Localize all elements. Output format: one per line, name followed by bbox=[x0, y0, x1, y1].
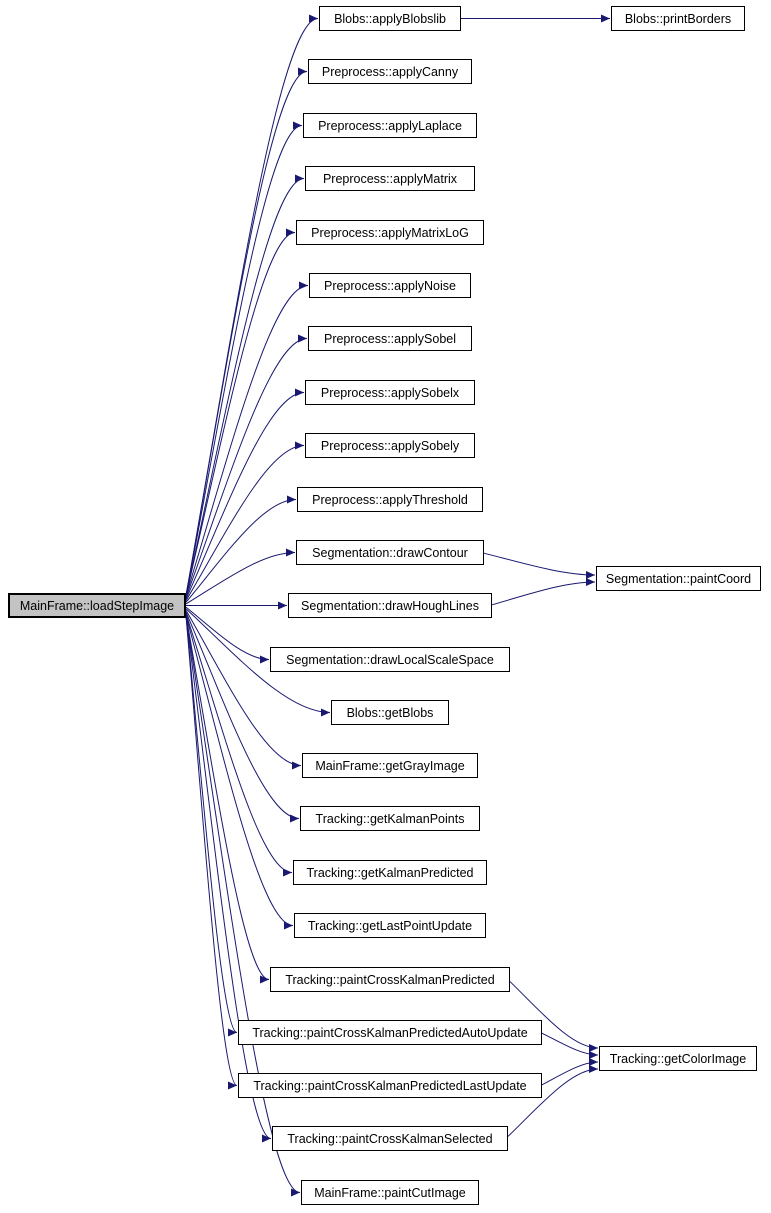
edge-loadStepImage-to-getLastPointUpdate bbox=[185, 614, 294, 930]
node-blobs-applyblobslib[interactable]: Blobs::applyBlobslib bbox=[319, 6, 461, 31]
node-segmentation-drawlocalscalespace[interactable]: Segmentation::drawLocalScaleSpace bbox=[270, 647, 510, 672]
edge-loadStepImage-to-getKalmanPredicted bbox=[185, 613, 293, 877]
edge-loadStepImage-to-paintCrossKalmanPredictedAutoUpdate bbox=[185, 615, 238, 1037]
node-preprocess-applysobely[interactable]: Preprocess::applySobely bbox=[305, 433, 475, 458]
edge-loadStepImage-to-applyThreshold bbox=[185, 495, 297, 603]
edge-loadStepImage-to-paintCrossKalmanSelected bbox=[185, 615, 272, 1143]
node-mainframe-paintcutimage[interactable]: MainFrame::paintCutImage bbox=[301, 1180, 479, 1205]
edge-loadStepImage-to-applySobel bbox=[185, 334, 308, 598]
edge-loadStepImage-to-paintCutImage bbox=[185, 615, 301, 1197]
node-preprocess-applysobelx[interactable]: Preprocess::applySobelx bbox=[305, 380, 475, 405]
edge-loadStepImage-to-applyCanny bbox=[185, 67, 308, 596]
node-blobs-printborders[interactable]: Blobs::printBorders bbox=[611, 6, 745, 31]
edge-loadStepImage-to-drawContour bbox=[185, 548, 296, 605]
node-segmentation-paintcoord[interactable]: Segmentation::paintCoord bbox=[596, 566, 761, 591]
node-blobs-getblobs[interactable]: Blobs::getBlobs bbox=[331, 700, 449, 725]
edge-paintCrossKalmanPredicted-to-getColorImage bbox=[509, 981, 599, 1052]
edge-loadStepImage-to-getGrayImage bbox=[185, 610, 302, 770]
node-tracking-getkalmanpoints[interactable]: Tracking::getKalmanPoints bbox=[300, 806, 480, 831]
edge-loadStepImage-to-drawLocalScaleSpace bbox=[185, 606, 270, 664]
node-tracking-paintcrosskalmanpredictedlastupdate[interactable]: Tracking::paintCrossKalmanPredictedLastU… bbox=[238, 1073, 542, 1098]
edge-loadStepImage-to-applySobely bbox=[185, 441, 305, 601]
edge-paintCrossKalmanPredictedAutoUpdate-to-getColorImage bbox=[541, 1032, 599, 1059]
node-tracking-paintcrosskalmanpredictedautoupdate[interactable]: Tracking::paintCrossKalmanPredictedAutoU… bbox=[238, 1020, 542, 1045]
edge-loadStepImage-to-getKalmanPoints bbox=[185, 611, 300, 823]
node-tracking-getcolorimage[interactable]: Tracking::getColorImage bbox=[599, 1046, 757, 1071]
edge-loadStepImage-to-applyLaplace bbox=[185, 121, 303, 596]
edge-drawHoughLines-to-paintCoord bbox=[491, 578, 596, 606]
edge-paintCrossKalmanSelected-to-getColorImage bbox=[507, 1065, 599, 1137]
edge-paintCrossKalmanPredictedLastUpdate-to-getColorImage bbox=[541, 1058, 599, 1086]
node-tracking-getlastpointupdate[interactable]: Tracking::getLastPointUpdate bbox=[294, 913, 486, 938]
edge-loadStepImage-to-applyMatrixLoG bbox=[185, 228, 296, 596]
edge-loadStepImage-to-getBlobs bbox=[185, 608, 331, 717]
node-preprocess-applymatrix[interactable]: Preprocess::applyMatrix bbox=[305, 166, 475, 191]
node-preprocess-applythreshold[interactable]: Preprocess::applyThreshold bbox=[297, 487, 483, 512]
node-preprocess-applylaplace[interactable]: Preprocess::applyLaplace bbox=[303, 113, 477, 138]
edge-drawContour-to-paintCoord bbox=[483, 552, 596, 579]
edge-loadStepImage-to-applyNoise bbox=[185, 281, 309, 597]
node-tracking-paintcrosskalmanpredicted[interactable]: Tracking::paintCrossKalmanPredicted bbox=[270, 967, 510, 992]
edge-loadStepImage-to-paintCrossKalmanPredictedLastUpdate bbox=[185, 615, 238, 1090]
node-preprocess-applymatrixlog[interactable]: Preprocess::applyMatrixLoG bbox=[296, 220, 484, 245]
node-preprocess-applynoise[interactable]: Preprocess::applyNoise bbox=[309, 273, 471, 298]
edge-loadStepImage-to-applySobelx bbox=[185, 388, 305, 600]
node-segmentation-drawcontour[interactable]: Segmentation::drawContour bbox=[296, 540, 484, 565]
edge-loadStepImage-to-paintCrossKalmanPredicted bbox=[185, 615, 270, 984]
node-mainframe-getgrayimage[interactable]: MainFrame::getGrayImage bbox=[302, 753, 478, 778]
node-tracking-getkalmanpredicted[interactable]: Tracking::getKalmanPredicted bbox=[293, 860, 487, 885]
node-preprocess-applysobel[interactable]: Preprocess::applySobel bbox=[308, 326, 472, 351]
edge-loadStepImage-to-applyMatrix bbox=[185, 174, 305, 596]
node-preprocess-applycanny[interactable]: Preprocess::applyCanny bbox=[308, 59, 472, 84]
node-mainframe-loadstepimage: MainFrame::loadStepImage bbox=[8, 593, 186, 618]
node-segmentation-drawhoughlines[interactable]: Segmentation::drawHoughLines bbox=[288, 593, 492, 618]
node-tracking-paintcrosskalmanselected[interactable]: Tracking::paintCrossKalmanSelected bbox=[272, 1126, 508, 1151]
